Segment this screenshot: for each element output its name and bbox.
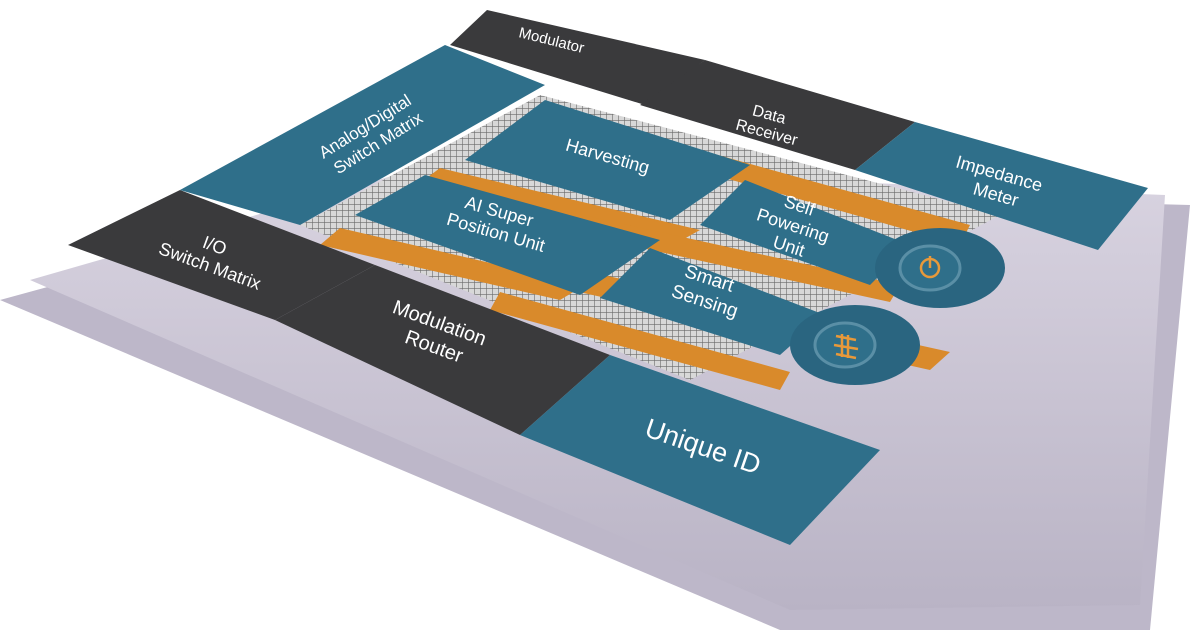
signal-icon [833,334,859,360]
block-modulation-router [275,265,610,435]
block-harvesting [465,100,750,220]
block-data-receiver [640,60,915,170]
power-icon [919,256,941,279]
block-impedance-meter [855,122,1148,250]
block-analog-digital-switch-matrix [180,45,545,225]
block-modulator [450,10,705,105]
block-self-powering-unit [700,180,910,285]
block-unique-id [520,355,880,545]
signal-connector [790,305,920,385]
block-ai-super-position-unit [355,175,660,295]
block-smart-sensing [600,248,825,355]
block-io-switch-matrix [68,190,375,320]
